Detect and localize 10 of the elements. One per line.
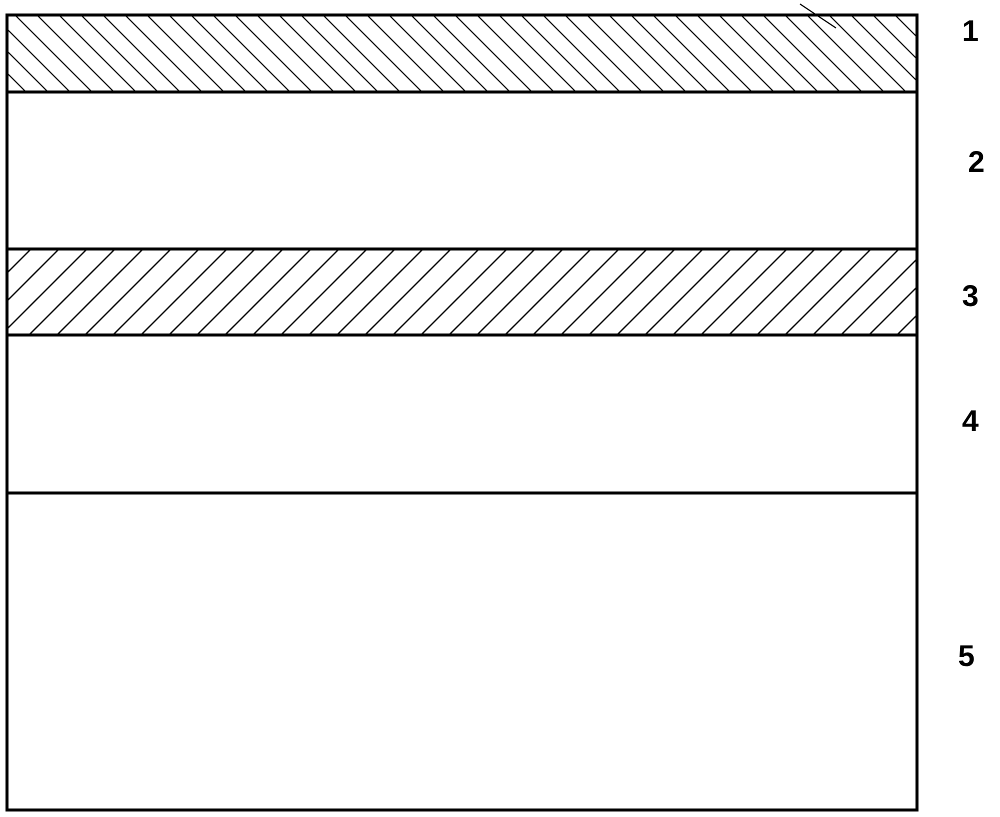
callout-number: 3 [962, 282, 979, 312]
callout-number: 1 [962, 17, 979, 47]
hatched-layer [6, 14, 918, 94]
callout-number: 4 [962, 407, 979, 437]
layer [6, 90, 918, 250]
callout-number: 2 [968, 148, 985, 178]
callout-number: 5 [958, 642, 975, 672]
layer [6, 492, 918, 812]
hatched-layer [6, 248, 918, 336]
layer [6, 334, 918, 494]
